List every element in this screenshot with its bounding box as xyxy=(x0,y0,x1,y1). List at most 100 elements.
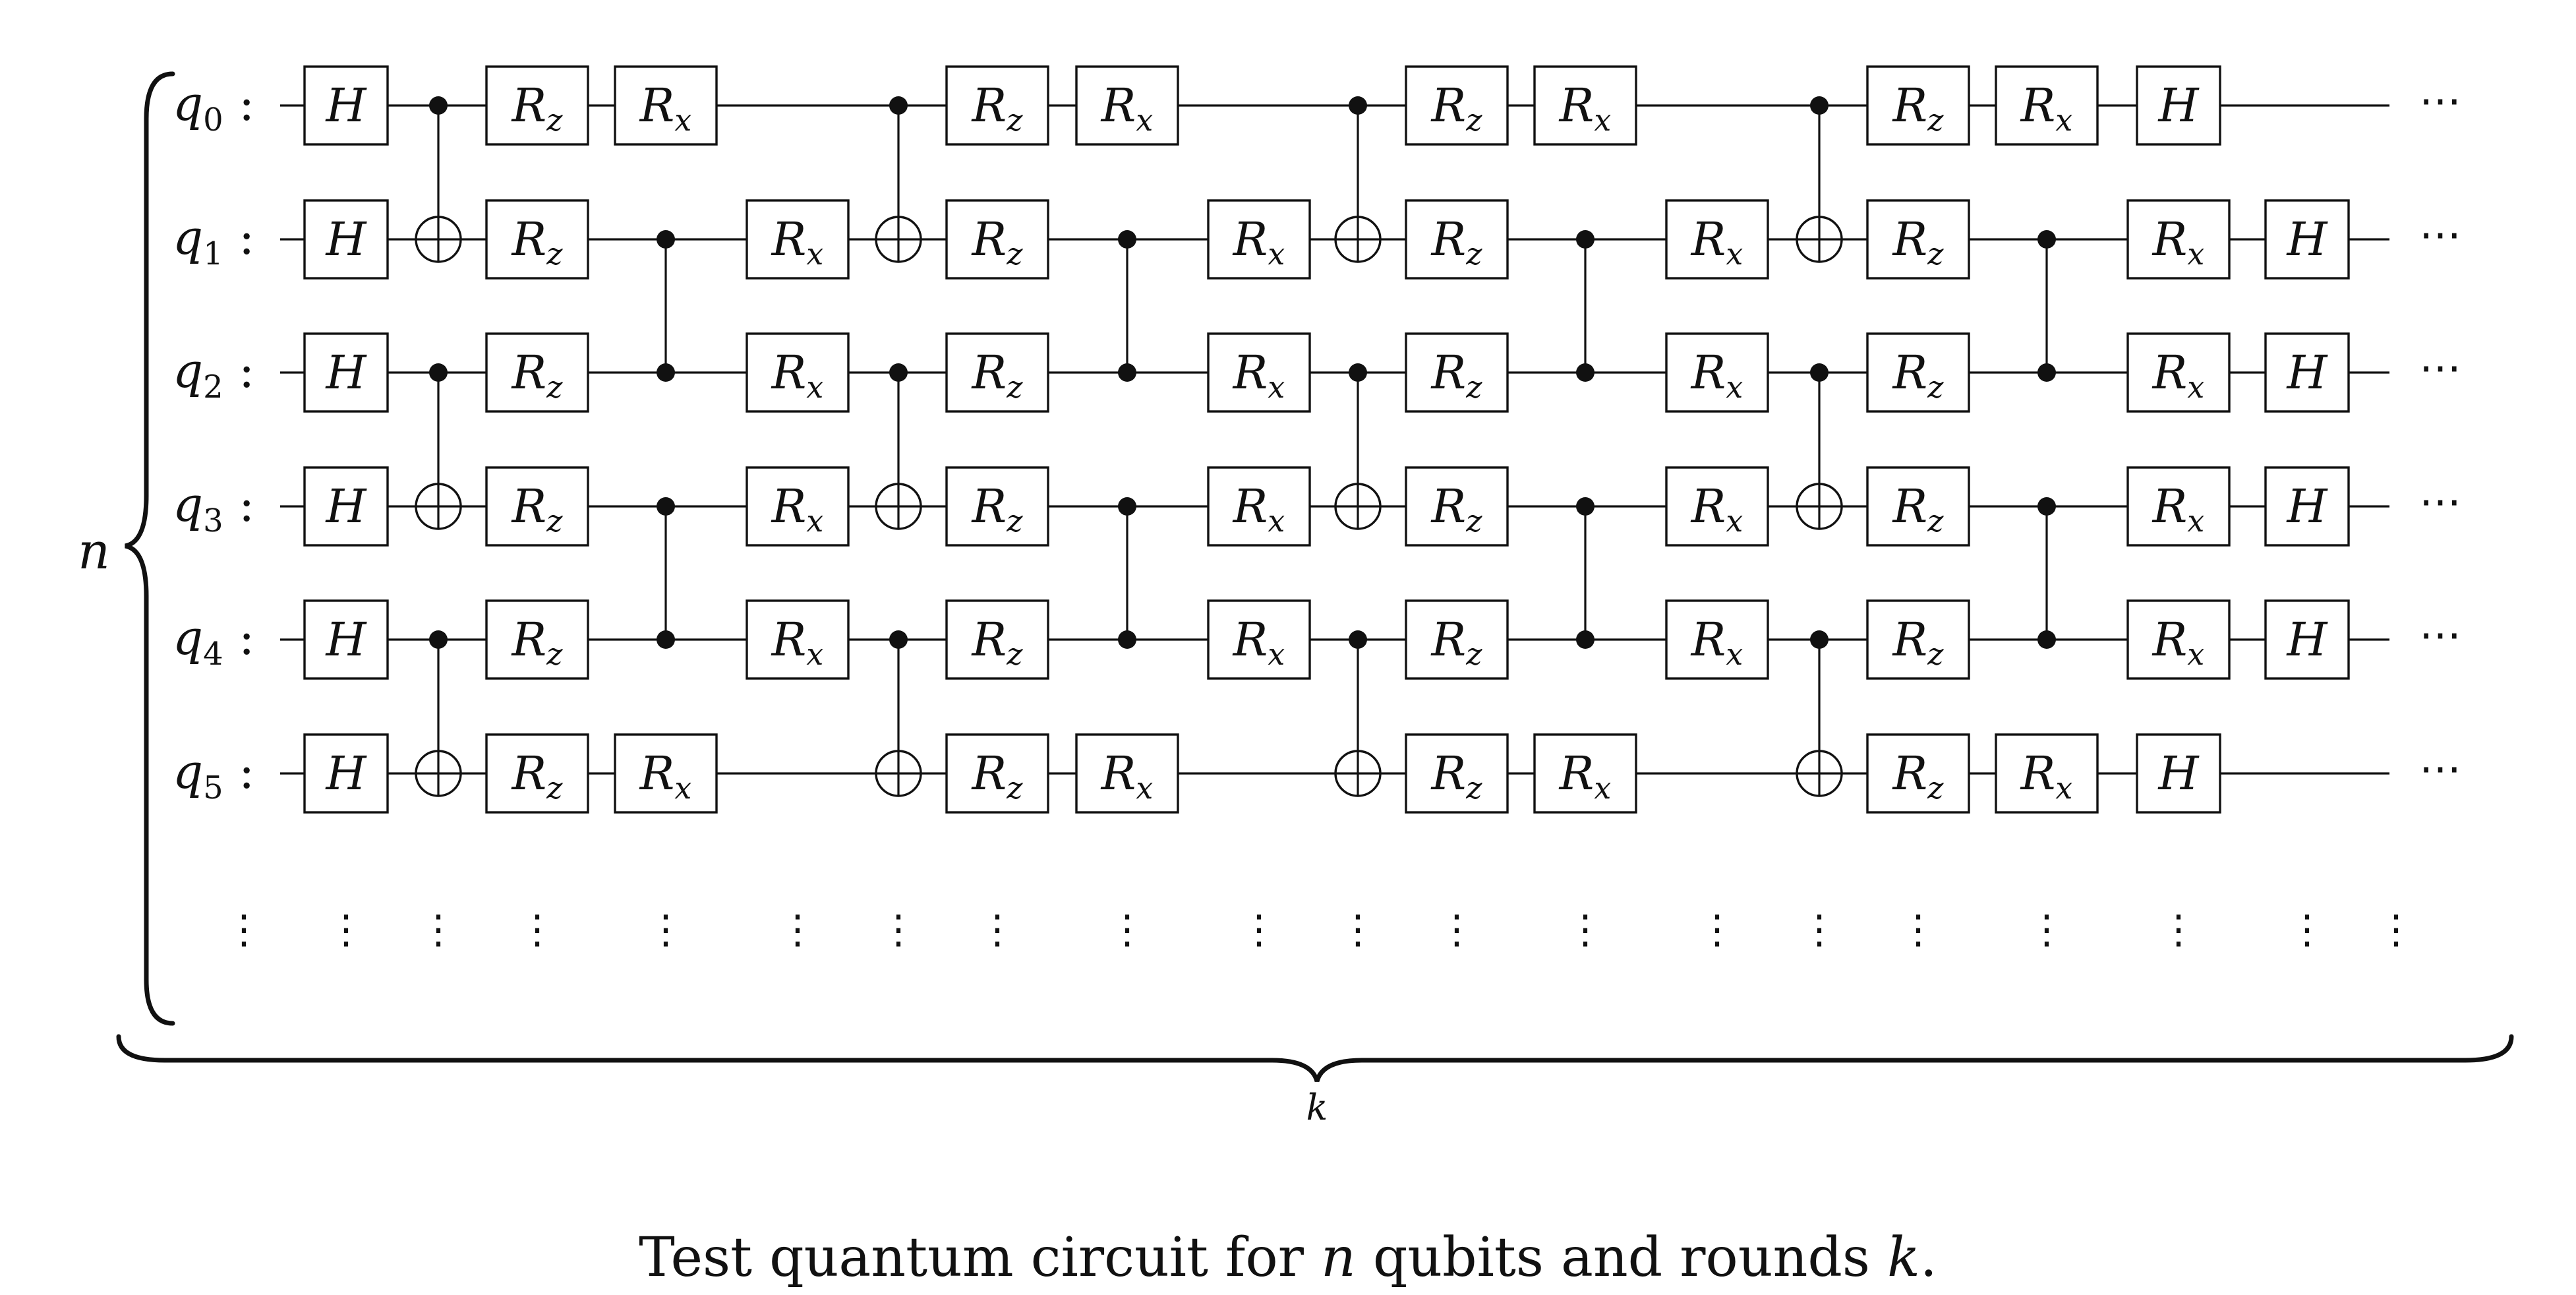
row-continuation-ellipsis: ⋯ xyxy=(2419,76,2461,125)
control-dot-q4 xyxy=(429,630,448,649)
vertical-continuation-dots: ⋮ xyxy=(1800,907,1839,953)
control-dot-q4 xyxy=(889,630,908,649)
control-dot-q3 xyxy=(657,497,675,516)
cnot-target-q3 xyxy=(415,483,462,530)
gate-box xyxy=(1866,733,1970,814)
control-dot-q0 xyxy=(429,96,448,115)
control-dot-q2 xyxy=(1118,363,1136,382)
gate-label: Rx xyxy=(2152,613,2205,672)
gate-box xyxy=(945,65,1049,146)
qubit-label-colon: : xyxy=(239,210,254,265)
gate-h-q4: H xyxy=(2264,599,2350,680)
vertical-continuation-dots: ⋮ xyxy=(1107,907,1147,953)
gate-label: Rz xyxy=(1430,78,1483,138)
gate-box xyxy=(1866,599,1970,680)
gate-rx-q4: Rx xyxy=(746,599,850,680)
gate-label: H xyxy=(324,212,367,266)
gate-label: Rx xyxy=(771,613,824,672)
gate-rx-q2: Rx xyxy=(1207,332,1311,413)
gate-h-q3: H xyxy=(303,466,389,547)
vertical-continuation-dots: ⋮ xyxy=(1338,907,1378,953)
gate-rx-q4: Rx xyxy=(1665,599,1769,680)
gate-label: Rz xyxy=(1430,479,1483,539)
gate-label: Rx xyxy=(2020,78,2073,138)
gate-label: Rz xyxy=(511,479,564,539)
gate-box xyxy=(945,733,1049,814)
gate-rz-q2: Rz xyxy=(945,332,1049,413)
control-dot-q4 xyxy=(1118,630,1136,649)
cnot-target-q1 xyxy=(1796,216,1843,263)
gate-h-q1: H xyxy=(303,199,389,280)
gate-rz-q5: Rz xyxy=(1405,733,1509,814)
gate-h-q5: H xyxy=(2136,733,2221,814)
vertical-continuation-dots: ⋮ xyxy=(1898,907,1938,953)
gate-rx-q1: Rx xyxy=(746,199,850,280)
gate-box xyxy=(945,199,1049,280)
gate-rz-q4: Rz xyxy=(1866,599,1970,680)
caption-part: qubits and rounds xyxy=(1355,1226,1888,1289)
gate-label: H xyxy=(2285,346,2328,400)
gate-box xyxy=(614,733,718,814)
gate-box xyxy=(1866,199,1970,280)
gate-rz-q4: Rz xyxy=(1405,599,1509,680)
control-dot-q4 xyxy=(1810,630,1829,649)
control-dot-q3 xyxy=(1576,497,1595,516)
control-dot-q4 xyxy=(1576,630,1595,649)
qubit-label-colon: : xyxy=(239,477,254,532)
gate-label: Rz xyxy=(511,78,564,138)
control-dot-q1 xyxy=(1118,230,1136,249)
gate-label: Rx xyxy=(1690,479,1743,539)
gate-h-q0: H xyxy=(2136,65,2221,146)
qubit-label-q2: q2 xyxy=(173,343,223,406)
vertical-continuation-dots: ⋮ xyxy=(2376,907,2416,953)
gate-label: Rz xyxy=(511,346,564,405)
gate-h-q4: H xyxy=(303,599,389,680)
gate-box xyxy=(1207,466,1311,547)
cnot-target-q5 xyxy=(1796,750,1843,797)
left-brace-n xyxy=(125,71,175,1026)
gate-box xyxy=(1533,733,1637,814)
control-dot-q2 xyxy=(1810,363,1829,382)
control-dot-q4 xyxy=(2037,630,2056,649)
qubit-label-q4: q4 xyxy=(173,610,223,673)
quantum-circuit-diagram: HHHHHHRzRzRzRzRzRzRxRxRxRxRxRxRzRzRzRzRz… xyxy=(78,65,2514,1128)
gate-rz-q4: Rz xyxy=(945,599,1049,680)
figure-caption: Test quantum circuit for n qubits and ro… xyxy=(0,1226,2576,1289)
row-continuation-ellipsis: ⋯ xyxy=(2419,344,2461,392)
vertical-continuation-dots: ⋮ xyxy=(326,907,366,953)
gate-box xyxy=(1665,599,1769,680)
gate-box xyxy=(1207,332,1311,413)
gate-label: Rz xyxy=(971,212,1024,272)
control-dot-q1 xyxy=(2037,230,2056,249)
gate-h-q3: H xyxy=(2264,466,2350,547)
gate-label: H xyxy=(2285,212,2328,266)
gate-label: Rz xyxy=(511,746,564,806)
cnot-target-q5 xyxy=(1334,750,1382,797)
gate-label: Rx xyxy=(771,212,824,272)
gate-box xyxy=(945,466,1049,547)
gate-rz-q2: Rz xyxy=(1866,332,1970,413)
gate-box xyxy=(2136,733,2221,814)
gate-rx-q0: Rx xyxy=(1533,65,1637,146)
gate-label: Rx xyxy=(1690,212,1743,272)
vertical-continuation-dots: ⋮ xyxy=(646,907,686,953)
gate-label: Rz xyxy=(971,613,1024,672)
gate-label: Rx xyxy=(1558,746,1612,806)
gate-label: Rz xyxy=(971,479,1024,539)
gate-rx-q5: Rx xyxy=(614,733,718,814)
gate-box xyxy=(303,599,389,680)
gate-label: H xyxy=(324,78,367,133)
gates-layer: HHHHHHRzRzRzRzRzRzRxRxRxRxRxRxRzRzRzRzRz… xyxy=(303,65,2350,814)
gate-box xyxy=(1995,733,2099,814)
caption-part: Test quantum circuit for xyxy=(639,1226,1321,1289)
gate-rz-q5: Rz xyxy=(1866,733,1970,814)
qubit-label-q1: q1 xyxy=(173,210,223,272)
gate-h-q0: H xyxy=(303,65,389,146)
control-dot-q4 xyxy=(657,630,675,649)
gate-rx-q4: Rx xyxy=(1207,599,1311,680)
gate-rz-q3: Rz xyxy=(485,466,589,547)
gate-box xyxy=(485,199,589,280)
vertical-continuation-dots: ⋮ xyxy=(224,907,264,953)
gate-rx-q3: Rx xyxy=(1665,466,1769,547)
gate-label: H xyxy=(2285,613,2328,667)
